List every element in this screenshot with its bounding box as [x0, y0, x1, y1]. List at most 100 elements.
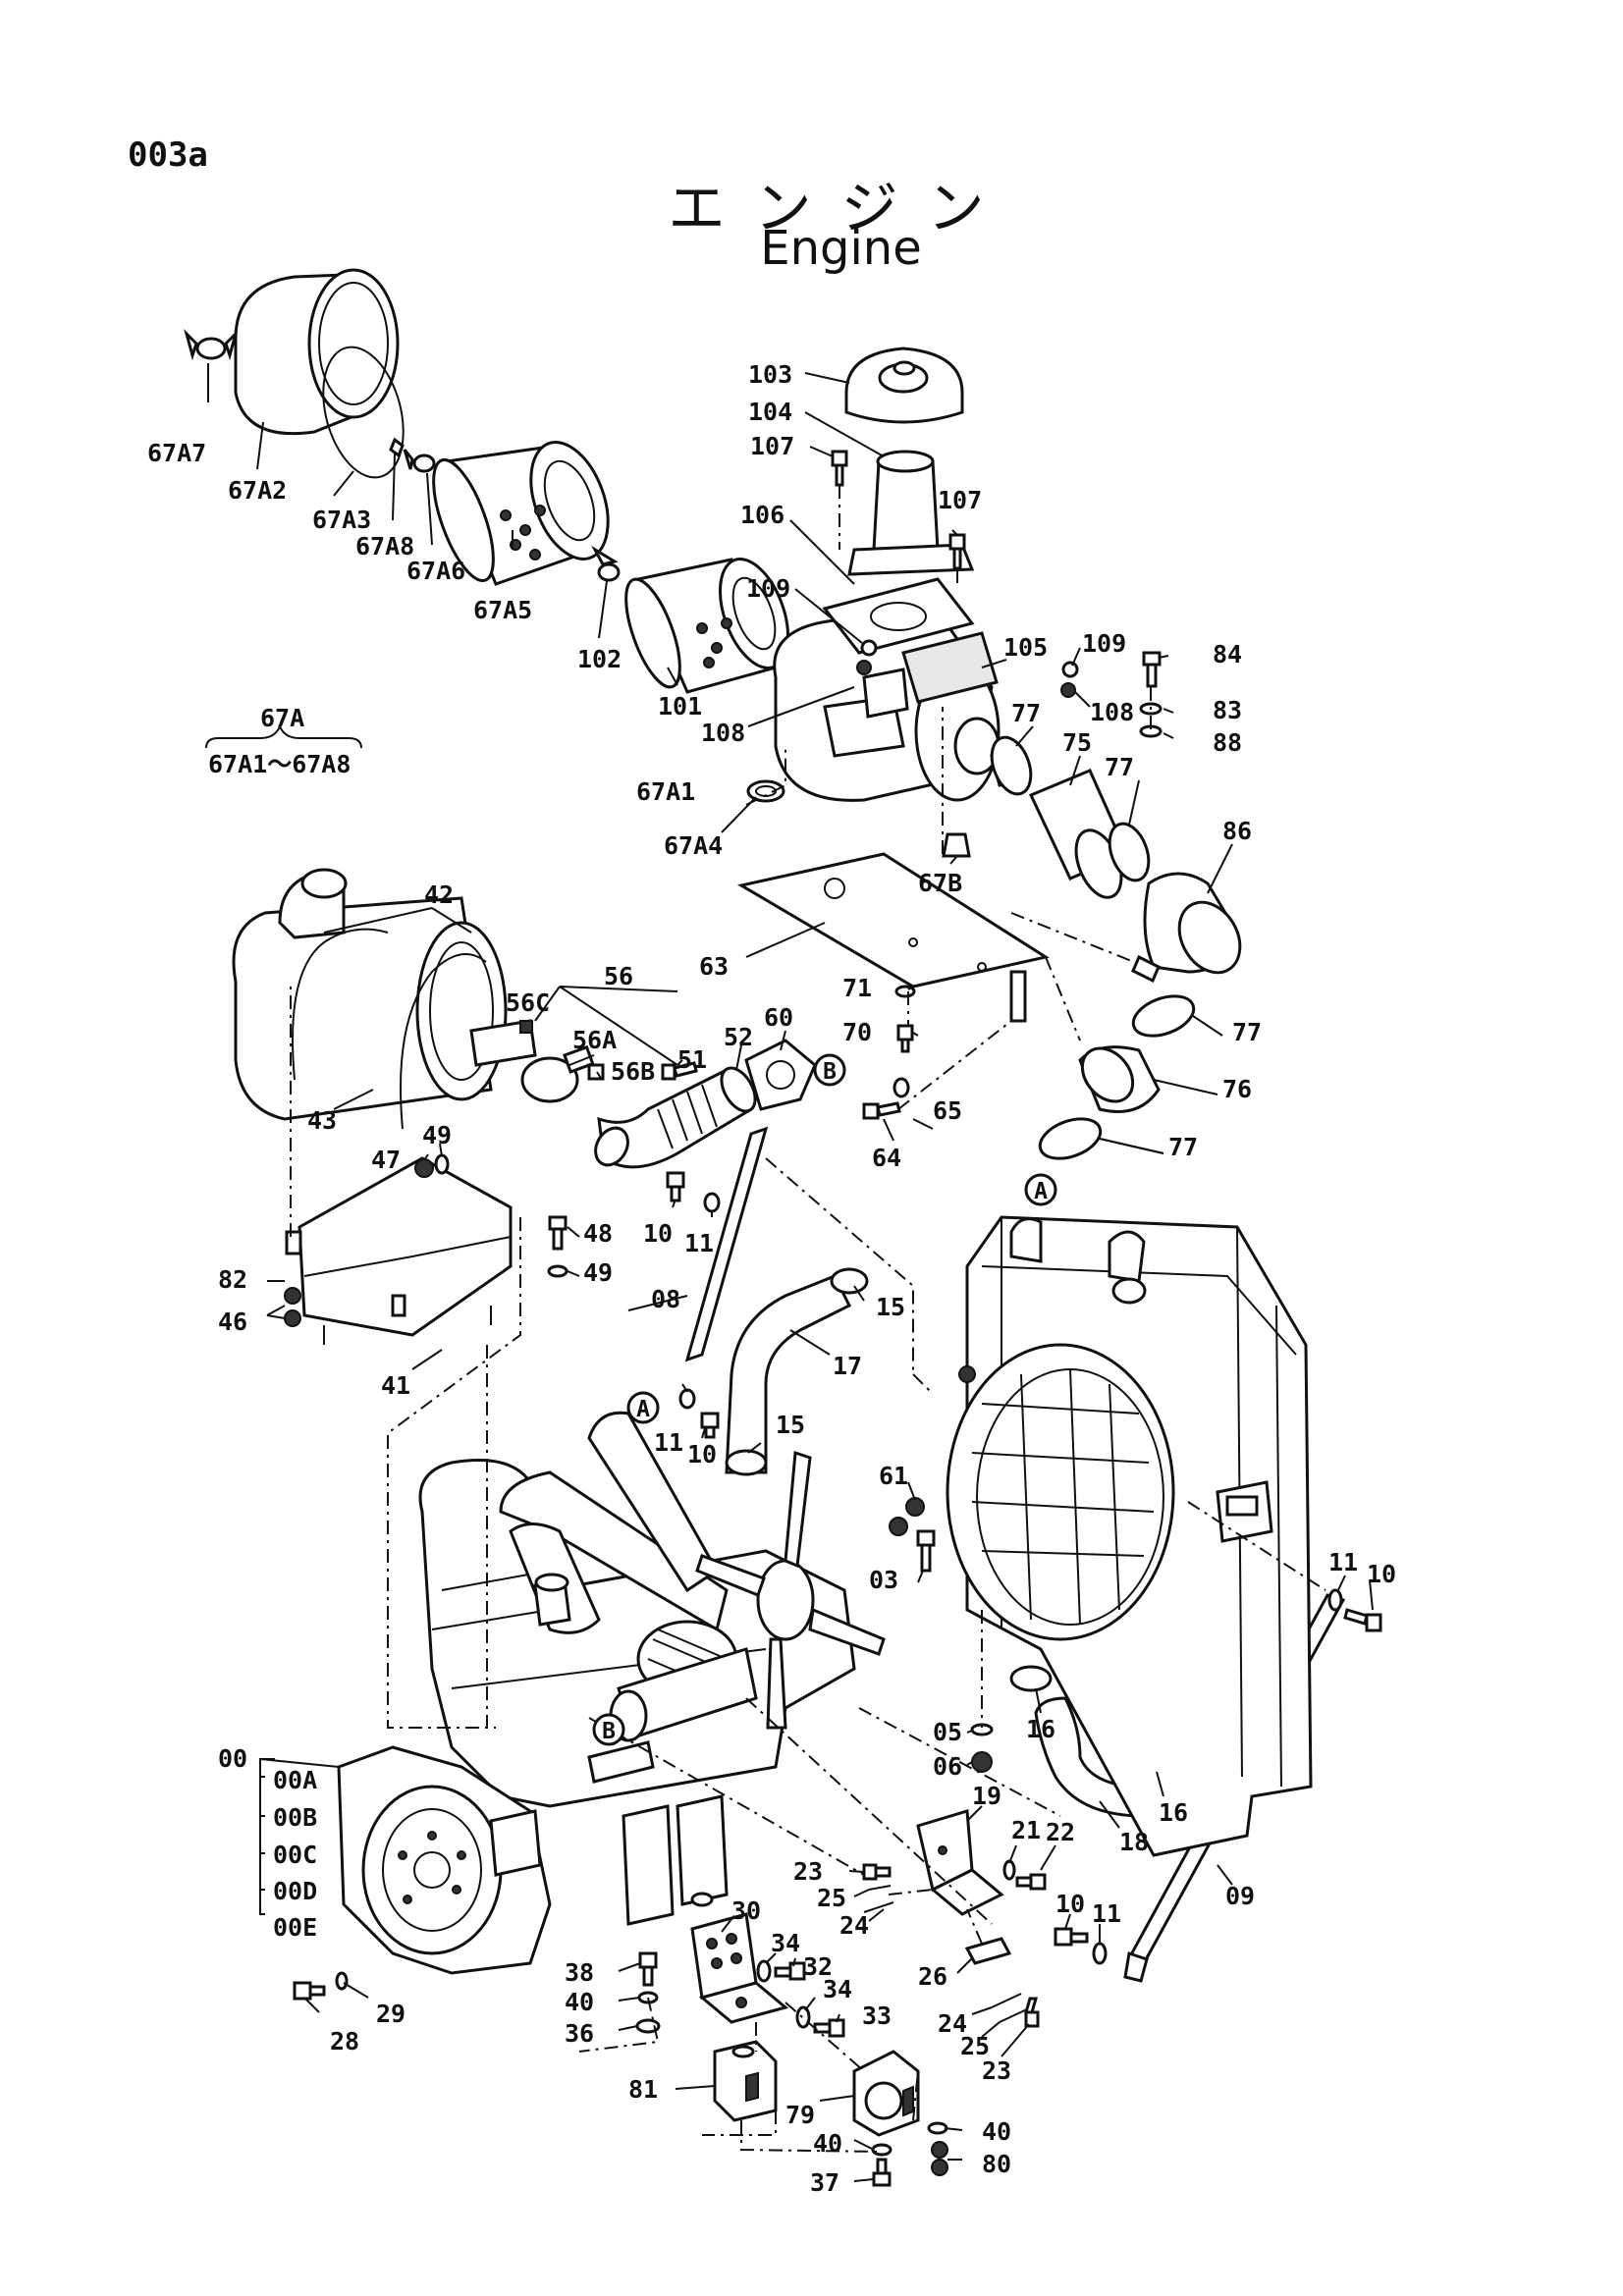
label-23-lower: 23 [982, 2056, 1011, 2085]
label-09: 09 [1225, 1882, 1255, 1910]
label-101: 101 [658, 692, 702, 721]
reference-a-left: A [636, 1397, 650, 1422]
label-40-center: 40 [813, 2129, 842, 2158]
page-code: 003a [128, 135, 208, 175]
hose-clamp-77c [1131, 994, 1196, 1038]
label-06: 06 [933, 1752, 962, 1781]
label-67a2: 67A2 [228, 476, 287, 505]
label-86: 86 [1222, 817, 1252, 845]
hose-76 [1078, 1045, 1161, 1113]
rubber-mount-79 [852, 2050, 920, 2137]
title-japanese: エンジン [668, 175, 1014, 241]
washer-49-upper [434, 1153, 450, 1175]
exhaust-pipe-52 [594, 1066, 757, 1169]
washer-11-right [1327, 1588, 1343, 1612]
nut-47 [414, 1158, 434, 1178]
stud-82 [285, 1230, 302, 1255]
bolt-23-upper [862, 1863, 892, 1881]
label-83: 83 [1213, 696, 1242, 724]
part-labels: 67A7 67A2 67A3 67A8 67A6 67A5 102 101 10… [147, 360, 1396, 2197]
label-11-center: 11 [654, 1428, 683, 1457]
label-75: 75 [1062, 728, 1092, 757]
label-52: 52 [724, 1023, 753, 1051]
label-11-muffler: 11 [684, 1229, 714, 1257]
bolt-10-center [700, 1412, 720, 1439]
label-84: 84 [1213, 640, 1242, 668]
clip-67a8 [389, 437, 405, 458]
label-67a5: 67A5 [473, 596, 532, 624]
label-80: 80 [982, 2150, 1011, 2178]
label-79: 79 [785, 2101, 815, 2129]
mount-bracket-30 [690, 1912, 789, 2024]
label-26: 26 [918, 1962, 947, 1991]
label-25-lower: 25 [960, 2032, 990, 2060]
engine-mounts [293, 1809, 1047, 2187]
hose-clamp-77a [990, 735, 1033, 796]
label-70: 70 [842, 1018, 872, 1046]
label-77-d: 77 [1168, 1133, 1198, 1161]
bracket-63 [736, 852, 1050, 988]
bolt-33 [813, 2018, 845, 2038]
shim-26 [964, 1937, 1012, 1965]
label-67a7: 67A7 [147, 439, 206, 467]
bolt-48 [548, 1215, 568, 1251]
label-67a1: 67A1 [636, 777, 695, 806]
label-37: 37 [810, 2168, 839, 2197]
wing-nut-102 [591, 545, 621, 582]
bolt-37 [872, 2158, 892, 2187]
drain-plug-67b [942, 832, 971, 858]
label-67a8: 67A8 [355, 532, 414, 561]
label-71: 71 [842, 974, 872, 1002]
starter-motor [609, 1647, 758, 1742]
shim-24-lower [991, 1993, 1022, 2008]
washer-65 [893, 1077, 910, 1098]
label-67a3: 67A3 [312, 506, 371, 534]
clamp-56 [519, 1020, 605, 1103]
bolt-03 [916, 1529, 936, 1573]
label-67a4: 67A4 [664, 831, 723, 860]
label-15-upper: 15 [876, 1293, 905, 1321]
label-105: 105 [1003, 633, 1048, 662]
label-25-upper: 25 [817, 1884, 846, 1912]
label-10-center: 10 [687, 1440, 717, 1468]
washer-49-lower [547, 1264, 568, 1278]
pre-cleaner-cap-103 [844, 347, 964, 424]
washer-21 [1002, 1859, 1016, 1881]
label-67b: 67B [918, 869, 962, 897]
bolt-10-right [1343, 1608, 1382, 1632]
dust-indicator-67a4 [746, 779, 785, 803]
label-17: 17 [833, 1352, 862, 1380]
label-22: 22 [1046, 1818, 1075, 1846]
label-107-left: 107 [750, 432, 794, 460]
gasket-106 [822, 577, 975, 655]
radiator-hose-17 [725, 1274, 852, 1474]
muffler-strap-42-left [292, 928, 389, 1081]
assembly-lines [290, 485, 1326, 2153]
washer-34-upper [756, 1959, 772, 1983]
mount-bracket-19 [916, 1809, 1004, 1916]
label-56b: 56B [611, 1057, 655, 1086]
label-34-upper: 34 [771, 1929, 800, 1957]
label-23-upper: 23 [793, 1857, 823, 1886]
label-106: 106 [740, 501, 784, 529]
muffler-43 [232, 868, 537, 1121]
label-77-b: 77 [1105, 753, 1134, 781]
nut-61-lower [889, 1517, 908, 1536]
label-82: 82 [218, 1265, 247, 1294]
label-00b: 00B [273, 1803, 317, 1832]
hose-clamp-15-lower [725, 1449, 768, 1476]
label-10-muffler: 10 [643, 1219, 673, 1248]
wing-nut-67a7 [184, 328, 239, 361]
nut-46-lower [284, 1309, 301, 1327]
label-00: 00 [218, 1744, 247, 1773]
label-24-upper: 24 [839, 1911, 869, 1940]
washer-109-right [1061, 661, 1079, 678]
label-00d: 00D [273, 1877, 317, 1905]
label-67a6: 67A6 [406, 557, 465, 585]
nut-80-upper [931, 2141, 948, 2159]
label-76: 76 [1222, 1075, 1252, 1103]
nut-108-left [856, 660, 872, 675]
label-10-right: 10 [1367, 1560, 1396, 1588]
reference-marks: B A A B [592, 1053, 1057, 1746]
label-104: 104 [748, 398, 792, 426]
